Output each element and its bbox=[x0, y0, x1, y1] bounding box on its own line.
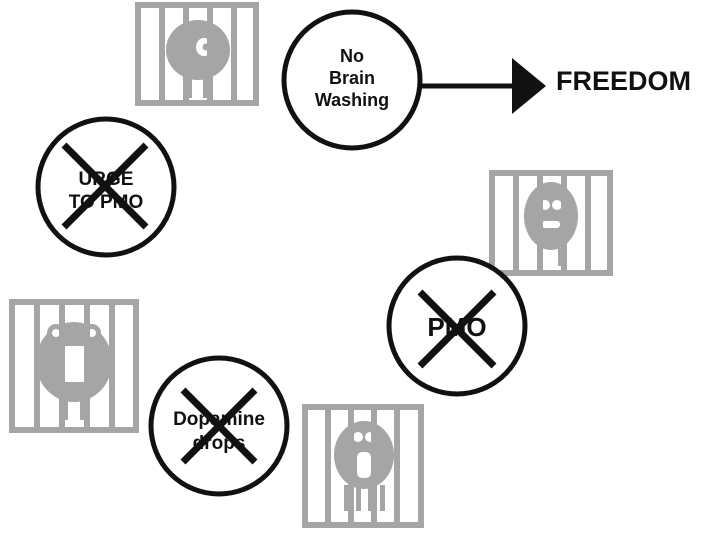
node-urge-to-pmo: URGE TO PMO bbox=[38, 119, 174, 255]
caged-monster-left bbox=[12, 302, 136, 430]
node-label-line: Washing bbox=[315, 90, 389, 110]
freedom-label: FREEDOM bbox=[556, 66, 691, 96]
caged-monster-top bbox=[138, 5, 256, 103]
arrow-to-freedom bbox=[420, 58, 546, 114]
caged-monster-right bbox=[492, 173, 610, 273]
arrow-head-icon bbox=[512, 58, 546, 114]
node-label-line: Brain bbox=[329, 68, 375, 88]
node-no-brain-washing: No Brain Washing bbox=[284, 12, 420, 148]
node-label-line: No bbox=[340, 46, 364, 66]
node-dopamine-drops: Dopamine drops bbox=[151, 358, 287, 494]
node-pmo: PMO bbox=[389, 258, 525, 394]
caged-monster-bottom bbox=[305, 407, 421, 525]
